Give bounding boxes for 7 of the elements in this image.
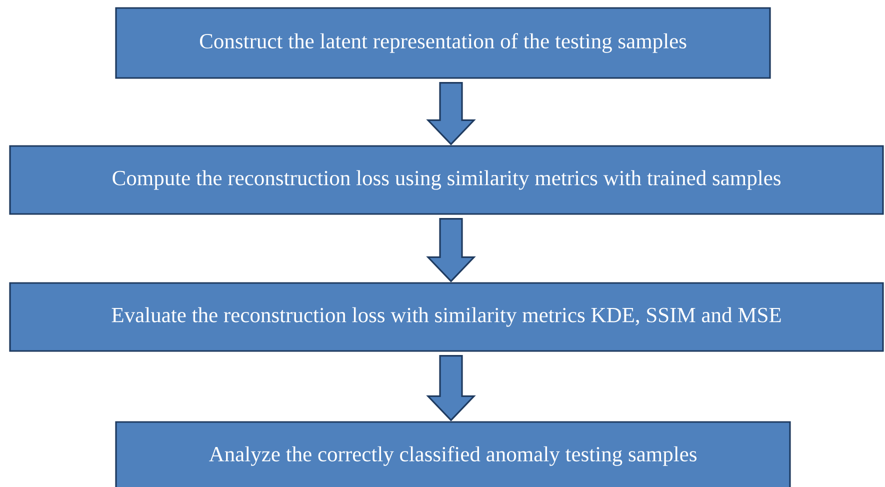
process-box: Analyze the correctly classified anomaly testing samples bbox=[115, 421, 791, 487]
block-arrow bbox=[426, 82, 476, 146]
process-box: Evaluate the reconstruction loss with similarity metrics KDE, SSIM and MSE bbox=[9, 282, 884, 352]
process-box: Compute the reconstruction loss using similarity metrics with trained samples bbox=[9, 145, 884, 215]
process-box: Construct the latent representation of the testing samples bbox=[115, 7, 771, 79]
block-arrow bbox=[426, 218, 476, 282]
block-arrow bbox=[426, 355, 476, 422]
